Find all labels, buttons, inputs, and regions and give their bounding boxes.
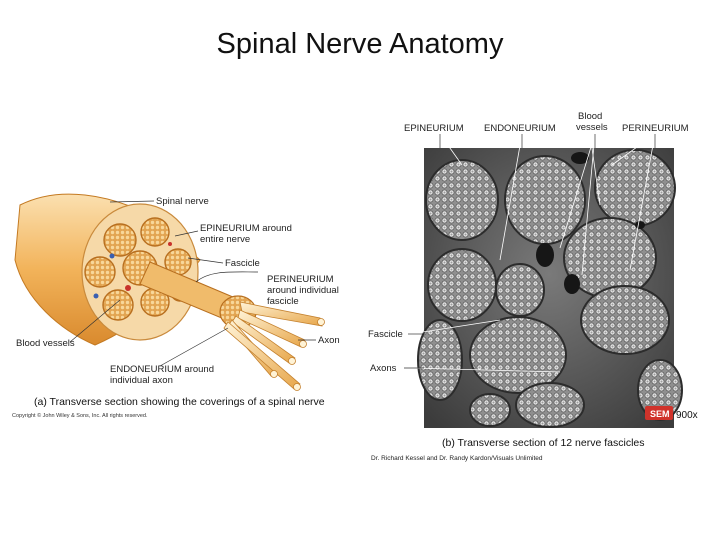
label-axons: Axons xyxy=(370,363,397,374)
sem-micrograph: SEM xyxy=(418,148,682,428)
copyright-note: Copyright © John Wiley & Sons, Inc. All … xyxy=(12,412,148,419)
caption-right: (b) Transverse section of 12 nerve fasci… xyxy=(442,437,645,449)
label-blood-vessels-right-line1: Blood xyxy=(578,111,602,122)
magnification-label: 900x xyxy=(676,410,698,421)
label-spinal-nerve: Spinal nerve xyxy=(156,196,209,207)
label-perineurium-right: PERINEURIUM xyxy=(622,123,689,134)
caption-left: (a) Transverse section showing the cover… xyxy=(34,396,325,408)
label-fascicle-left: Fascicle xyxy=(225,258,260,269)
label-blood-vessels-right-line2: vessels xyxy=(576,122,608,133)
label-perineurium-line2: around individual xyxy=(267,285,339,296)
label-perineurium-line1: PERINEURIUM xyxy=(267,274,334,285)
label-epineurium-line2: entire nerve xyxy=(200,234,250,245)
axon-strands xyxy=(224,302,325,391)
label-fascicle-right: Fascicle xyxy=(368,329,403,340)
label-endoneurium-right: ENDONEURIUM xyxy=(484,123,556,134)
label-axon: Axon xyxy=(318,335,340,346)
label-blood-vessels-left: Blood vessels xyxy=(16,338,75,349)
label-epineurium-right: EPINEURIUM xyxy=(404,123,464,134)
label-perineurium-line3: fascicle xyxy=(267,296,299,307)
label-endoneurium-line2: individual axon xyxy=(110,375,173,386)
label-epineurium-line1: EPINEURIUM around xyxy=(200,223,292,234)
photo-credit: Dr. Richard Kessel and Dr. Randy Kardon/… xyxy=(371,455,543,462)
sem-badge: SEM xyxy=(650,409,670,419)
label-endoneurium-line1: ENDONEURIUM around xyxy=(110,364,214,375)
